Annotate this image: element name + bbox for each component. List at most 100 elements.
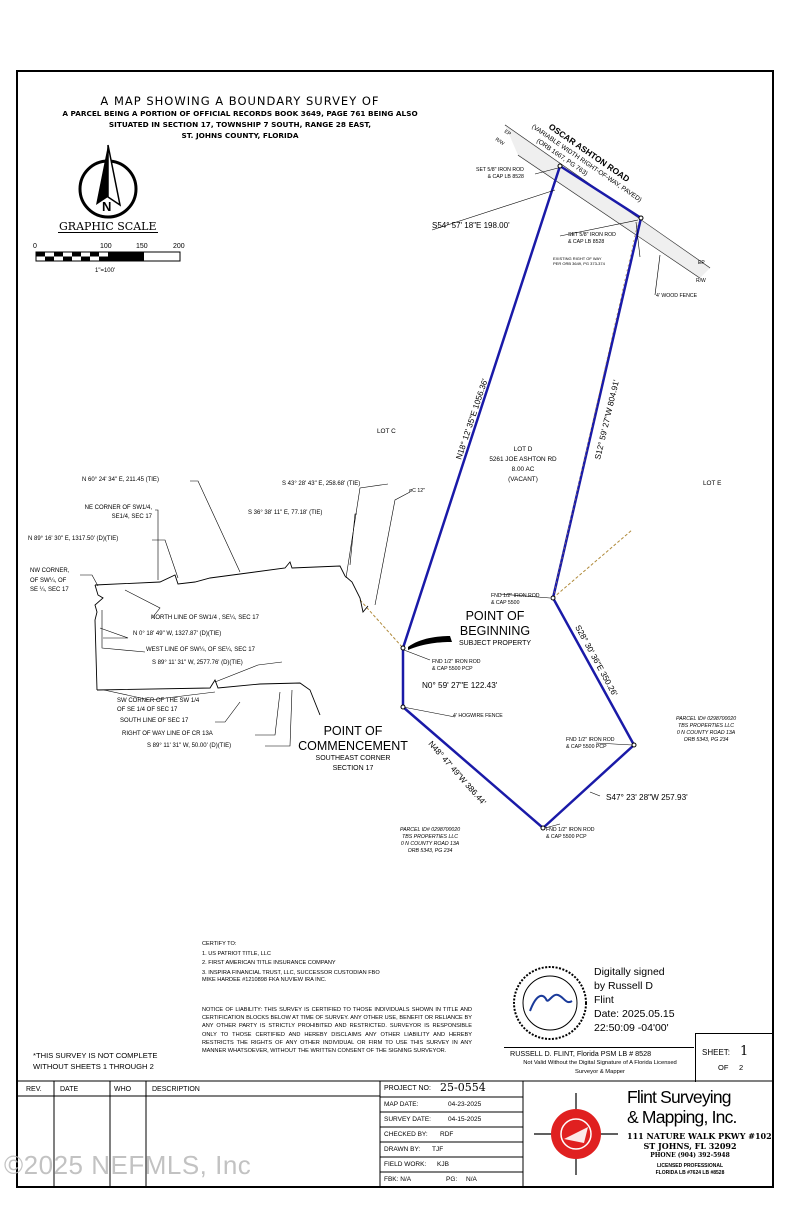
tie-2: NE CORNER OF SW1/4,SE1/4, SEC 17	[84, 505, 152, 520]
east-fence-line	[552, 221, 639, 599]
svg-text:R/W: R/W	[696, 278, 706, 284]
company-name: Flint Surveying& Mapping, Inc.	[627, 1087, 737, 1127]
svg-text:100: 100	[100, 243, 112, 250]
col-date: DATE	[60, 1086, 79, 1093]
svg-text:0: 0	[33, 243, 37, 250]
svg-text:150: 150	[136, 243, 148, 250]
lot-e-label: LOT E	[703, 480, 722, 487]
hogwire-fence-label: 4' HOGWIRE FENCE	[453, 713, 503, 719]
bearing-short: N0° 59' 27"E 122.43'	[422, 681, 498, 690]
surveyor-seal-icon	[513, 966, 587, 1040]
notice-of-liability: NOTICE OF LIABILITY: THIS SURVEY IS CERT…	[202, 1007, 472, 1055]
pg-label: PG:	[446, 1176, 458, 1183]
sheet-number: 1	[740, 1044, 749, 1059]
drawn-label: DRAWN BY:	[384, 1146, 421, 1153]
survey-sheet-border	[16, 70, 774, 1188]
tie-7: WEST LINE OF SW¼, OF SE¼, SEC 17	[146, 647, 255, 653]
validity-note: Not Valid Without the Digital Signature …	[523, 1060, 677, 1075]
sheet-label: SHEET:	[702, 1048, 731, 1057]
field-work-label: FIELD WORK:	[384, 1161, 427, 1168]
drawn-by: TJF	[432, 1146, 444, 1153]
tie-8: S 89° 11' 31" W, 2577.76' (D)(TIE)	[152, 660, 243, 666]
lot-c-label: LOT C	[377, 428, 396, 435]
wood-fence-label: 4' WOOD FENCE	[656, 293, 698, 299]
tie-14: S 36° 38' 11" E, 77.18' (TIE)	[248, 510, 323, 516]
pob-arrow-icon	[408, 636, 452, 650]
target-logo-icon	[534, 1093, 618, 1175]
graphic-scale-bar: 0 100 150 200 1"=100'	[33, 243, 185, 274]
graphic-scale-label: GRAPHIC SCALE	[59, 220, 157, 233]
leader-lines	[80, 167, 661, 829]
certify-block: CERTIFY TO: 1. US PATRIOT TITLE, LLC 2. …	[202, 941, 380, 983]
set-rod-note-1: SET 5/8" IRON ROD& CAP LB 8528	[476, 167, 524, 180]
map-date: 04-23-2025	[448, 1101, 482, 1108]
bearing-top: S54° 57' 18"E 198.00'	[432, 221, 510, 230]
field-work: KJB	[437, 1161, 449, 1168]
svg-text:N: N	[102, 199, 111, 214]
col-rev: REV.	[26, 1086, 42, 1093]
tie-13: S 43° 28' 43" E, 258.68' (TIE)	[282, 481, 361, 487]
corner-monuments	[400, 163, 644, 831]
sheet-of: OF	[718, 1063, 729, 1072]
tie-3: N 89° 16' 30" E, 1317.50' (D)(TIE)	[28, 536, 119, 542]
fnd-rod-note-3: FND 1/2" IRON ROD& CAP 5500 PCP	[566, 737, 615, 750]
svg-text:R/W: R/W	[494, 137, 506, 148]
bearing-south: S47° 23' 28"W 257.93'	[606, 793, 688, 802]
project-no-label: PROJECT NO:	[384, 1085, 431, 1092]
svg-text:EP: EP	[503, 129, 512, 138]
map-title: A MAP SHOWING A BOUNDARY SURVEY OF A PAR…	[40, 94, 440, 141]
title-line-1: A MAP SHOWING A BOUNDARY SURVEY OF	[100, 94, 380, 108]
tie-1: N 60° 24' 34" E, 211.45 (TIE)	[82, 477, 159, 483]
title-line-2: A PARCEL BEING A PORTION OF OFFICIAL REC…	[62, 109, 418, 118]
project-no: 25-0554	[440, 1081, 486, 1094]
fnd-rod-note-4: FND 1/2" IRON ROD& CAP 5500 PCP	[546, 827, 595, 840]
svg-text:200: 200	[173, 243, 185, 250]
svg-text:1"=100': 1"=100'	[95, 268, 115, 274]
tie-10: SOUTH LINE OF SEC 17	[120, 718, 189, 724]
tie-6: N 0° 18' 49" W, 1327.87' (D)(TIE)	[133, 631, 222, 637]
fnd-rod-note-1: FND 1/2" IRON ROD& CAP 5500	[491, 593, 540, 606]
svg-text:EP: EP	[698, 260, 705, 266]
wood-fence-line	[552, 529, 633, 599]
checked-by: RDF	[440, 1131, 454, 1138]
signature-rule	[504, 1047, 694, 1048]
tie-11: RIGHT OF WAY LINE OF CR 13A	[122, 731, 213, 737]
set-rod-note-2: SET 5/8" IRON ROD& CAP LB 8528	[568, 232, 616, 245]
fbk-label: FBK: N/A	[384, 1176, 412, 1183]
scale-underline	[58, 232, 158, 233]
survey-date-label: SURVEY DATE:	[384, 1116, 431, 1123]
tree-note: øC 12"	[409, 488, 425, 494]
col-description: DESCRIPTION	[152, 1086, 200, 1093]
checked-label: CHECKED BY:	[384, 1131, 428, 1138]
watermark: ©2025 NEFMLS, Inc	[4, 1150, 252, 1180]
tie-5: NORTH LINE OF SW1/4 , SE¼, SEC 17	[151, 615, 259, 621]
col-who: WHO	[114, 1086, 132, 1093]
section-lines	[94, 561, 369, 716]
title-line-4: ST. JOHNS COUNTY, FLORIDA	[181, 131, 299, 140]
survey-date: 04-15-2025	[448, 1116, 482, 1123]
sheet-box	[695, 1033, 774, 1082]
tie-12: S 89° 11' 31" W, 50.00' (D)(TIE)	[147, 743, 232, 749]
north-arrow-icon: N	[78, 144, 138, 219]
fnd-rod-note-2: FND 1/2" IRON ROD& CAP 5500 PCP	[432, 659, 481, 672]
surveyor-name: RUSSELL D. FLINT, Florida PSM LB # 8528	[510, 1049, 652, 1058]
title-line-3: SITUATED IN SECTION 17, TOWNSHIP 7 SOUTH…	[108, 120, 372, 129]
subject-boundary	[401, 164, 643, 830]
pg-value: N/A	[466, 1176, 477, 1183]
map-date-label: MAP DATE:	[384, 1101, 419, 1108]
sheet-total: 2	[739, 1063, 744, 1072]
